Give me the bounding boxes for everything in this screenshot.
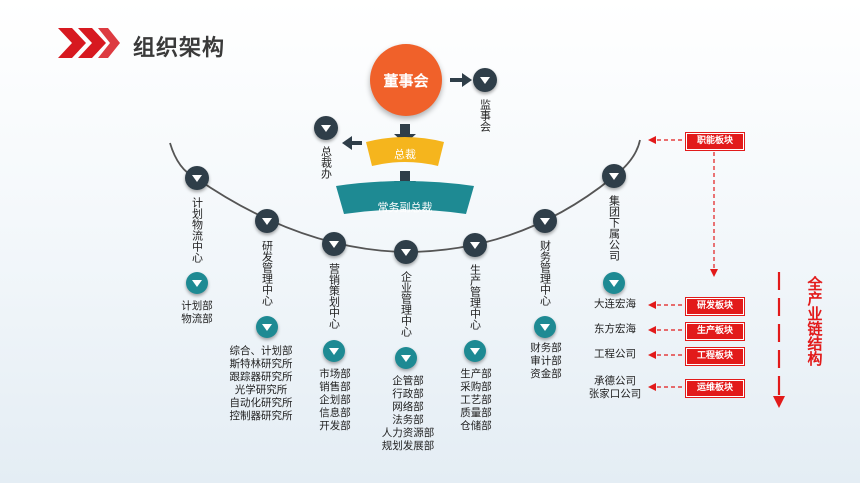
supervisory-node[interactable]	[473, 68, 497, 92]
center-label: 营销策划中心	[327, 263, 341, 329]
company-dongfang: 东方宏海	[594, 323, 636, 335]
tag-operations: 运维板块	[686, 380, 744, 397]
president-label: 总裁	[394, 148, 416, 161]
sub-node-subsidiaries[interactable]	[603, 272, 625, 294]
arrow-right-icon	[450, 73, 472, 87]
sub-list-marketing: 市场部销售部企划部信息部开发部	[319, 368, 351, 432]
president-office-label: 总裁办	[319, 146, 333, 179]
president-band	[366, 137, 444, 166]
sub-list-enterprise: 企管部行政部网络部法务部人力资源部规划发展部	[381, 375, 435, 452]
center-node-subsidiaries[interactable]	[602, 164, 626, 188]
center-label: 计划物流中心	[190, 197, 204, 263]
center-label: 企业管理中心	[399, 271, 413, 337]
sub-node-finance[interactable]	[534, 316, 556, 338]
tag-functional: 职能板块	[686, 133, 744, 150]
board-node[interactable]	[370, 44, 442, 116]
tag-production: 生产板块	[686, 323, 744, 340]
center-node-rd[interactable]	[255, 209, 279, 233]
sub-node-production[interactable]	[464, 340, 486, 362]
full-chain-label: 全产业链结构	[805, 276, 824, 366]
center-label: 财务管理中心	[538, 240, 552, 306]
center-label: 研发管理中心	[260, 240, 274, 306]
center-node-enterprise[interactable]	[394, 240, 418, 264]
sub-list-planning: 计划部物流部	[181, 300, 213, 325]
board-label: 董事会	[383, 72, 429, 90]
sub-list-production: 生产部采购部工艺部质量部仓储部	[460, 368, 492, 432]
exec-vp-label: 常务副总裁	[377, 201, 433, 214]
sub-list-rd: 综合、计划部斯特林研究所跟踪器研究所光学研究所自动化研究所控制器研究所	[229, 345, 293, 422]
page-title: 组织架构	[133, 36, 226, 61]
supervisory-label: 监事会	[478, 99, 492, 132]
president-office-node[interactable]	[314, 116, 338, 140]
company-group-north: 承德公司张家口公司	[588, 375, 642, 400]
sub-list-finance: 财务部审计部资金部	[530, 342, 562, 380]
center-node-production[interactable]	[463, 233, 487, 257]
sub-node-enterprise[interactable]	[395, 347, 417, 369]
sub-node-marketing[interactable]	[323, 340, 345, 362]
sub-node-planning[interactable]	[186, 272, 208, 294]
sub-node-rd[interactable]	[256, 316, 278, 338]
exec-vp-band	[336, 181, 474, 214]
tag-rd: 研发板块	[686, 298, 744, 315]
arrow-left-icon	[342, 136, 362, 150]
center-label: 集团下属公司	[607, 195, 621, 261]
center-label: 生产管理中心	[468, 264, 482, 330]
tag-engineering: 工程板块	[686, 348, 744, 365]
company-engineering: 工程公司	[594, 348, 636, 360]
center-node-planning[interactable]	[185, 166, 209, 190]
center-node-finance[interactable]	[533, 209, 557, 233]
center-node-marketing[interactable]	[322, 232, 346, 256]
company-dalian: 大连宏海	[594, 298, 636, 310]
double-chevron-icon	[58, 28, 120, 58]
